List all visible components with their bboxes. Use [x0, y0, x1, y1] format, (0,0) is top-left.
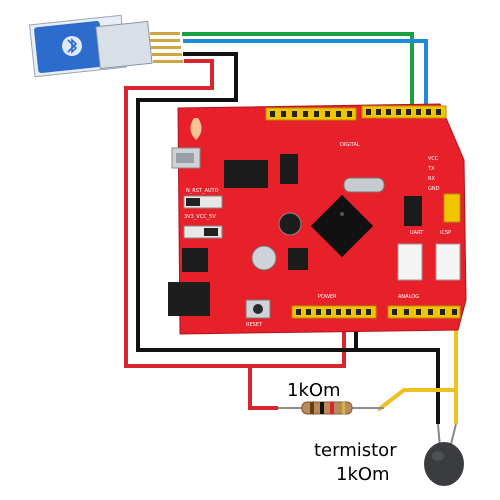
red-wire — [124, 59, 346, 368]
grove-connector-2 — [435, 243, 461, 281]
label-icsp: ICSP — [440, 230, 451, 236]
label-digital: DIGITAL — [340, 142, 360, 148]
capacitor — [278, 212, 302, 236]
bluetooth-module — [28, 14, 183, 78]
icsp-header — [443, 193, 461, 223]
svg-text:RX: RX — [428, 176, 435, 182]
digital-header — [265, 105, 447, 121]
logo-icon — [190, 118, 202, 140]
thermistor-label-line2: 1kOm — [336, 464, 390, 485]
microcontroller — [310, 194, 374, 258]
thermistor — [424, 423, 464, 486]
analog-header — [387, 305, 461, 319]
usb-chip — [224, 160, 268, 188]
regulator — [288, 248, 308, 270]
uart-pin-labels: VCC TX RX GND — [427, 156, 440, 192]
svg-text:VCC: VCC — [428, 156, 439, 162]
label-n-rst-auto: N_RST_AUTO — [186, 188, 219, 194]
small-chip — [280, 154, 298, 184]
resistor — [278, 401, 384, 415]
label-3v3-vcc-5v: 3V3_VCC_5V — [184, 214, 216, 220]
power-header — [291, 305, 377, 319]
label-uart: UART — [410, 230, 424, 236]
label-reset: RESET — [246, 322, 263, 328]
capacitor-2 — [251, 245, 277, 271]
svg-text:TX: TX — [427, 166, 435, 172]
uart-pins — [404, 196, 422, 226]
resistor-label: 1kOm — [287, 380, 341, 401]
red-wire-resistor — [248, 366, 278, 410]
grove-connector-1 — [397, 243, 423, 281]
svg-text:GND: GND — [428, 186, 440, 192]
power-jack — [168, 282, 210, 316]
wires — [124, 32, 458, 424]
crystal — [343, 177, 385, 193]
blue-wire — [183, 39, 428, 104]
arduino-board: DIGITAL N_RST_AUTO 3V3_VCC_5V RESET — [168, 103, 467, 335]
black-wire-thermistor — [356, 348, 440, 424]
yellow-wire — [376, 330, 458, 412]
label-power: POWER — [318, 294, 337, 300]
label-analog: ANALOG — [398, 294, 419, 300]
bluetooth-pins — [150, 32, 183, 63]
green-wire — [182, 32, 414, 104]
diode-block — [182, 248, 208, 272]
thermistor-label-line1: termistor — [314, 440, 397, 461]
